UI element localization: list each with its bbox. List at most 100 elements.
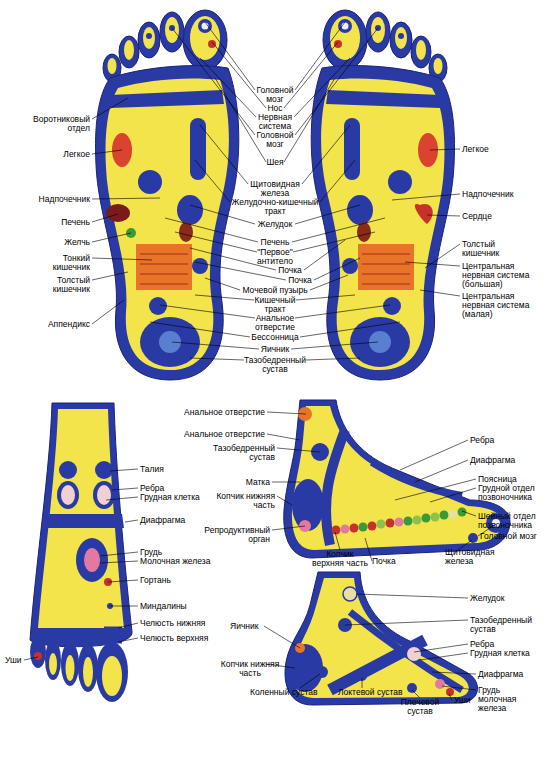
organ-label: Диафрагма [478,670,548,679]
spine-point [368,522,377,531]
breast-picture [84,548,100,572]
jaw-lines [104,628,122,642]
organ-label: Талия [140,465,220,474]
ribs-picture [61,485,75,505]
organ-label: Грудной отдел позвоночника [478,484,538,502]
organ-label: Челюсть верхняя [140,634,220,643]
toe [30,636,46,668]
medial-zone [292,406,502,550]
big-toe [96,642,128,702]
organ-label: Копчик нижняя часть [220,660,280,678]
ribs-point [407,647,421,661]
organ-label: Тонкий кишечник [30,254,90,272]
spine-point [413,516,422,525]
organ-label: Коленный сустав [250,688,330,697]
organ-label: Нос [250,104,300,113]
spine-point [395,518,404,527]
organ-label: Ребра [470,640,540,649]
spine-point [431,513,440,522]
organ-label: Грудная клетка [470,649,540,658]
breast-point [435,679,445,689]
organ-label: Матка [210,478,270,487]
organ-label: Репродуктивный орган [195,526,270,544]
organ-label: Тазобедренный сустав [240,356,310,374]
organ-label: Толстый кишечник [462,240,522,258]
ribs-zone [93,481,115,509]
lateral-band [330,640,425,690]
shoulder-point [407,683,417,693]
organ-label: Воротниковый отдел [25,115,90,133]
organ-label: Щитовидная железа [240,180,310,198]
organ-label: Копчик нижняя часть [215,492,275,510]
diaphragm-band [372,462,462,496]
toe [78,644,98,692]
organ-label: Анальное отверстие [175,408,265,417]
dorsal-foot-outline [30,403,132,647]
spine-point [449,510,458,519]
waist-point [95,461,113,479]
spine-point [440,511,449,520]
breast-zone [76,538,108,582]
organ-label: Яичник [240,345,310,354]
organ-label: Поясница [478,475,548,484]
organ-label: Копчик верхняя часть [310,550,370,568]
ribs-zone [57,481,79,509]
organ-label: Сердце [462,212,542,221]
organ-label: Диафрагма [470,456,545,465]
spine-chain [332,508,467,535]
organ-label: Диафрагма [140,516,220,525]
toe [45,640,61,680]
organ-label: Желудок [470,594,545,603]
organ-label: Шейный отдел позвоночника [478,512,548,530]
heart [415,204,433,224]
leader-lines [24,22,496,700]
organ-label: Шея [250,158,300,167]
organ-label: Почка [260,266,320,275]
organ-label: "Первое" антитело [245,248,305,266]
organ-label: Ребра [140,484,220,493]
organ-label: Тазобедренный сустав [205,444,275,462]
heel-zone [292,479,324,531]
organ-label: Грудь молочная железа [478,686,528,713]
spine-point [422,514,431,523]
organ-label: Челюсть нижняя [140,619,220,628]
spine-point [404,517,413,526]
organ-label: Локтевой сустав [338,688,418,697]
organ-label: Ребра [470,436,545,445]
organ-label: Центральная нервная система (малая) [462,292,542,319]
liver [106,204,130,222]
organ-label: Почка [270,276,330,285]
ribs-picture [97,485,111,505]
organ-label: Гортань [140,576,220,585]
organ-label: Плечевой сустав [395,698,445,716]
organ-label: Желудочно-кишечный тракт [225,198,325,216]
organ-label: Аппендикс [20,320,90,329]
organ-label: Головной мозг [250,86,300,104]
organ-label: Тазобедренный сустав [470,616,545,634]
stomach-point [343,587,357,601]
spine-point [386,519,395,528]
organ-label: Печень [240,238,310,247]
organ-label: Головной мозг [250,131,300,149]
organ-label: Бессонница [240,333,310,342]
organ-label: Желчь [20,238,90,247]
organ-label: Нервная система [250,113,300,131]
organ-label: Молочная железа [140,557,220,566]
toe-zone [49,653,57,675]
toe-zone [66,655,75,681]
organ-label: Грудная клетка [140,493,220,502]
organ-label: Желудок [240,220,310,229]
organ-label: Миндалины [140,602,220,611]
toe-zone [102,656,122,696]
organ-label: Легкое [30,150,90,159]
organ-label: Легкое [462,145,542,154]
spine-point [359,523,368,532]
medial-foot-outline [284,400,510,558]
lateral-foot-outline [285,572,478,705]
organ-label: Толстый кишечник [30,276,90,294]
ear-point [34,652,42,660]
organ-label: Анальное отверстие [175,430,265,439]
diaphragm-band [44,514,124,528]
